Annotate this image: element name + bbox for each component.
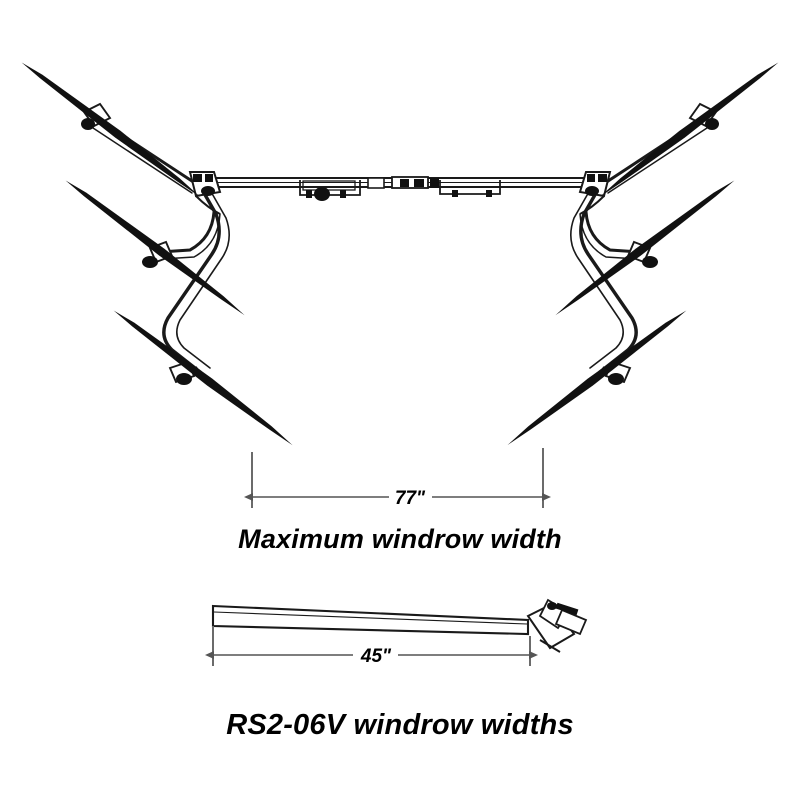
left-upper-strut-edge	[89, 125, 193, 194]
beam-center-bolt-1	[400, 179, 409, 187]
single-bar-figure: 45"	[205, 598, 588, 667]
right-outer-tube	[579, 184, 638, 374]
beam-pivot-boss	[314, 187, 330, 201]
left-outer-tube	[162, 184, 221, 374]
left-bracket-pin	[201, 186, 215, 196]
center-hitch-beam	[203, 176, 597, 201]
right-rake-bar-1	[596, 58, 781, 201]
beam-right-plate	[439, 180, 501, 195]
left-rake-arm-assembly	[19, 58, 296, 449]
caption-rs2-06v-windrow-widths: RS2-06V windrow widths	[226, 709, 574, 741]
right-clamp-mid-boss	[642, 256, 658, 268]
left-clamp-mid-boss	[142, 256, 158, 268]
left-rake-bar-1	[19, 58, 204, 201]
beam-bolt-4	[486, 190, 492, 197]
right-outer-tube-edge	[570, 189, 624, 369]
left-pivot-bracket	[188, 171, 222, 215]
right-pivot-bracket	[578, 171, 612, 215]
right-rake-bar-2	[552, 176, 737, 319]
beam-bolt-2	[340, 190, 346, 198]
left-bracket-gusset	[195, 195, 221, 215]
lower-bar-inner-line	[213, 611, 528, 625]
right-rake-arm-assembly	[504, 58, 781, 449]
hitch-bolt-head	[547, 602, 557, 610]
right-upper-strut-edge	[607, 125, 711, 194]
caption-maximum-windrow-width: Maximum windrow width	[238, 524, 562, 554]
right-bracket-pin	[585, 186, 599, 196]
right-bracket-bolt-2	[587, 174, 595, 182]
beam-bolt-1	[306, 190, 312, 198]
rake-assembly-top-view: 77"	[19, 58, 781, 509]
beam-center-bolt-2	[414, 179, 424, 187]
left-bracket-bolt-2	[205, 174, 213, 182]
right-inner-arc-tube	[584, 210, 642, 254]
left-inner-arc-tube	[158, 210, 216, 254]
dimension-45: 45"	[205, 626, 538, 667]
beam-center-block-b	[391, 176, 429, 189]
dim77-label: 77"	[395, 488, 426, 509]
dimension-77: 77"	[244, 448, 551, 509]
left-clamp-top-boss	[81, 118, 95, 130]
beam-center-block-a	[367, 177, 385, 189]
hitch-pin	[555, 602, 579, 616]
left-rake-bar-3	[111, 306, 296, 449]
right-clamp-top-boss	[705, 118, 719, 130]
left-rake-bar-2	[63, 176, 248, 319]
right-bracket-gusset	[579, 195, 605, 215]
beam-left-plate-inner	[302, 180, 356, 191]
left-clamp-bottom-boss	[176, 373, 192, 385]
beam-left-plate	[299, 180, 361, 196]
beam-center-bolt-3	[430, 178, 439, 188]
left-outer-tube-edge	[176, 189, 230, 369]
right-bracket-bolt-1	[598, 174, 607, 182]
lower-bar-hitch	[526, 598, 588, 653]
lower-bar-tube	[211, 604, 530, 636]
right-inner-arc-tube-edge	[579, 213, 639, 260]
right-rake-bar-3	[504, 306, 689, 449]
left-bracket-bolt-1	[193, 174, 202, 182]
beam-bolt-3	[452, 190, 458, 197]
hitch-lower-leg	[539, 639, 561, 653]
right-clamp-bottom-boss	[608, 373, 624, 385]
left-inner-arc-tube-edge	[161, 213, 221, 260]
hitch-side-plate	[554, 608, 588, 636]
dim45-label: 45"	[360, 646, 392, 667]
